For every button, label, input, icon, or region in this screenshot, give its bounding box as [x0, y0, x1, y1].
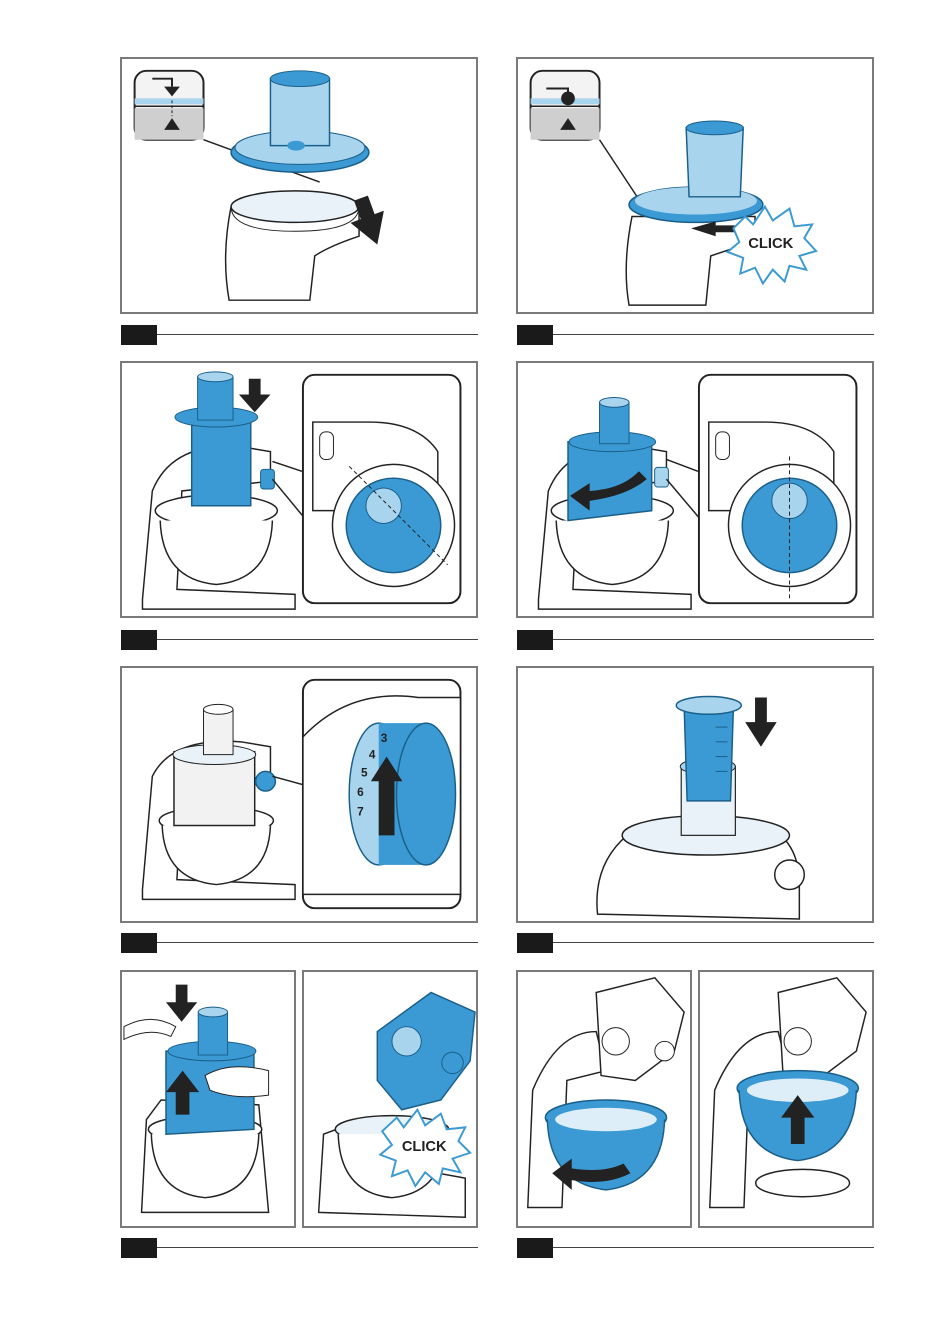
illustration-attach-slicer — [122, 363, 476, 616]
step-rule-3 — [157, 639, 478, 640]
dial-number-4: 4 — [369, 748, 376, 762]
panel-attach-slicer — [120, 361, 478, 618]
panel-lid-click: CLICK — [516, 57, 874, 314]
panel-remove-bowl — [516, 970, 692, 1228]
step-rule-4 — [553, 639, 874, 640]
lock-dot-icon — [561, 91, 575, 105]
illustration-feed-food — [122, 972, 294, 1226]
panel-speed-dial: 3 4 5 6 7 — [120, 666, 478, 923]
down-arrow-icon — [239, 379, 271, 412]
step-rule-5 — [157, 942, 478, 943]
step-number-4 — [517, 630, 553, 650]
step-number-3 — [121, 630, 157, 650]
down-arrow-icon — [745, 698, 777, 747]
step-rule-2 — [553, 334, 874, 335]
illustration-lid-attach — [122, 59, 476, 312]
step-rule-1 — [157, 334, 478, 335]
step-number-7 — [121, 1238, 157, 1258]
step-rule-8 — [553, 1247, 874, 1248]
panel-lid-attach — [120, 57, 478, 314]
step-number-8 — [517, 1238, 553, 1258]
illustration-tilt-head: CLICK — [304, 972, 476, 1226]
panel-insert-pusher — [516, 666, 874, 923]
illustration-remove-bowl — [518, 972, 690, 1226]
step-number-2 — [517, 325, 553, 345]
illustration-lift-bowl — [700, 972, 872, 1226]
dial-number-3: 3 — [381, 731, 388, 745]
click-label: CLICK — [402, 1139, 447, 1155]
panel-feed-food — [120, 970, 296, 1228]
click-label: CLICK — [748, 236, 793, 252]
step-number-6 — [517, 933, 553, 953]
illustration-speed-dial: 3 4 5 6 7 — [122, 668, 476, 921]
step-number-1 — [121, 325, 157, 345]
step-rule-6 — [553, 942, 874, 943]
dial-number-6: 6 — [357, 785, 364, 799]
step-rule-7 — [157, 1247, 478, 1248]
illustration-rotate-slicer — [518, 363, 872, 616]
down-arrow-icon — [166, 985, 197, 1022]
dial-number-7: 7 — [357, 805, 364, 819]
panel-lift-bowl — [698, 970, 874, 1228]
illustration-lid-click: CLICK — [518, 59, 872, 312]
dial-number-5: 5 — [361, 765, 368, 779]
illustration-insert-pusher — [518, 668, 872, 921]
panel-rotate-slicer — [516, 361, 874, 618]
step-number-5 — [121, 933, 157, 953]
panel-tilt-head: CLICK — [302, 970, 478, 1228]
